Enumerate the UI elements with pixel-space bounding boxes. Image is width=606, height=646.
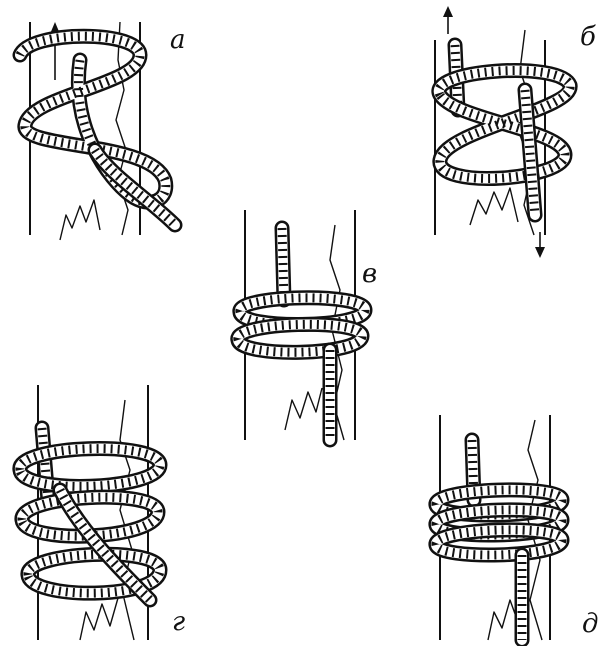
rope-v-end — [282, 228, 284, 300]
stake-g — [38, 385, 148, 640]
rope-b-tail — [525, 90, 535, 215]
panel-v: в — [238, 210, 377, 440]
panel-g: г — [20, 385, 185, 640]
panel-label-a: а — [170, 25, 186, 55]
panel-b: б — [435, 6, 596, 258]
panel-label-b: б — [580, 22, 596, 52]
arrow-b-up — [443, 6, 453, 34]
panel-label-d: д — [582, 609, 598, 639]
panel-label-v: в — [362, 259, 377, 289]
rope-a — [20, 36, 166, 202]
panel-d: д — [436, 415, 599, 640]
panel-label-g: г — [172, 607, 185, 637]
rope-d-wrap-3 — [436, 530, 562, 555]
arrow-b-down — [535, 232, 545, 258]
rope-outline — [20, 36, 166, 202]
rope-v-wrap-2 — [238, 324, 362, 352]
panel-a: а — [20, 22, 186, 240]
